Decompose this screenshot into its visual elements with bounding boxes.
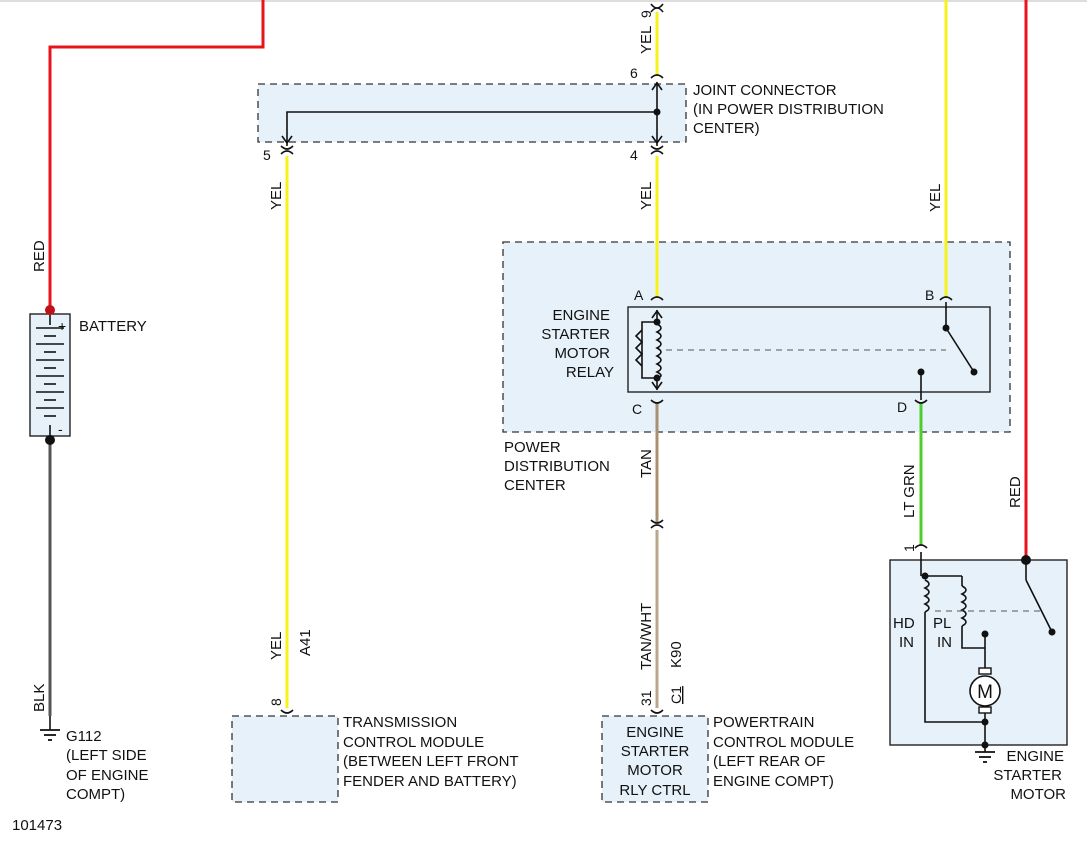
ground-g112-symbol (40, 716, 60, 741)
wire-label-yel-left: YEL (268, 182, 285, 210)
pin-6: 6 (630, 65, 638, 81)
wire-label-red-motor: RED (1007, 476, 1024, 508)
wire-label-blk: BLK (31, 684, 48, 712)
pin-c1: C1 (668, 686, 684, 704)
relay-switch (917, 302, 978, 400)
relay-coil (634, 309, 946, 391)
connector-marks (280, 3, 953, 714)
pin-9: 9 (638, 10, 654, 18)
pdc-label-1: POWER (504, 439, 561, 456)
pcm-box-label-3: MOTOR (627, 762, 683, 779)
wire-label-yel-right: YEL (927, 184, 944, 212)
pcm-box (601, 715, 709, 803)
joint-connector-label-1: JOINT CONNECTOR (693, 82, 837, 99)
pl-in-label-2: IN (937, 634, 952, 651)
joint-connector-label-2: (IN POWER DISTRIBUTION (693, 101, 884, 118)
battery-symbol (29, 305, 71, 445)
pin-d: D (897, 399, 907, 415)
relay-label-4: RELAY (566, 364, 614, 381)
wire-label-a41: A41 (297, 629, 314, 656)
wire-label-tan-wht: TAN/WHT (638, 603, 655, 670)
pcm-label-1: POWERTRAIN (713, 714, 814, 731)
pin-b: B (925, 287, 934, 303)
hd-in-label-1: HD (893, 615, 915, 632)
battery-label: BATTERY (79, 318, 147, 335)
relay-label-1: ENGINE (552, 307, 610, 324)
tcm-box (231, 715, 339, 803)
ground-label-1: G112 (66, 728, 102, 745)
ground-label-3: OF ENGINE (66, 767, 149, 784)
engine-starter-motor-box (889, 559, 1068, 746)
starter-label-3: MOTOR (1010, 786, 1066, 803)
pin-4: 4 (630, 147, 638, 163)
tcm-label-2: CONTROL MODULE (343, 734, 484, 751)
pin-31: 31 (638, 690, 654, 706)
tcm-label-4: FENDER AND BATTERY) (343, 773, 517, 790)
relay-label-2: STARTER (541, 326, 610, 343)
starter-label-2: STARTER (993, 767, 1062, 784)
pdc-label-2: DISTRIBUTION (504, 458, 610, 475)
ground-label-4: COMPT) (66, 786, 125, 803)
wire-label-red-battery: RED (31, 240, 48, 272)
pcm-label-3: (LEFT REAR OF (713, 753, 825, 770)
wire-label-yel-center: YEL (638, 182, 655, 210)
pin-8: 8 (268, 698, 284, 706)
tcm-label-3: (BETWEEN LEFT FRONT (343, 753, 519, 770)
joint-connector-busbar (281, 81, 663, 146)
pcm-label-2: CONTROL MODULE (713, 734, 854, 751)
battery-minus: - (58, 421, 63, 437)
pdc-label-3: CENTER (504, 477, 566, 494)
wire-label-yel-top: YEL (638, 26, 655, 54)
figure-id: 101473 (12, 817, 62, 834)
motor-symbol-label: M (977, 682, 993, 703)
pin-5: 5 (263, 147, 271, 163)
starter-motor-internals (920, 552, 1056, 763)
ground-label-2: (LEFT SIDE (66, 747, 147, 764)
wire-label-yel-left-bottom: YEL (268, 632, 285, 660)
pcm-box-label-4: RLY CTRL (619, 782, 690, 799)
wire-label-k90: K90 (668, 641, 685, 668)
joint-connector-label-3: CENTER) (693, 120, 760, 137)
pcm-label-4: ENGINE COMPT) (713, 773, 834, 790)
red-battery-wire (48, 0, 265, 310)
pl-in-label-1: PL (933, 615, 951, 632)
pin-c: C (632, 401, 642, 417)
relay-label-3: MOTOR (554, 345, 610, 362)
pin-a: A (634, 287, 644, 303)
joint-connector-box (257, 83, 687, 143)
battery-plus: + (58, 318, 66, 334)
tcm-label-1: TRANSMISSION (343, 714, 457, 731)
wire-label-lt-grn: LT GRN (901, 464, 918, 518)
hd-in-label-2: IN (899, 634, 914, 651)
starter-label-1: ENGINE (1006, 748, 1064, 765)
pcm-box-label-2: STARTER (621, 743, 690, 760)
pcm-box-label-1: ENGINE (626, 724, 684, 741)
pin-1: 1 (901, 544, 917, 552)
wire-label-tan: TAN (638, 449, 655, 478)
